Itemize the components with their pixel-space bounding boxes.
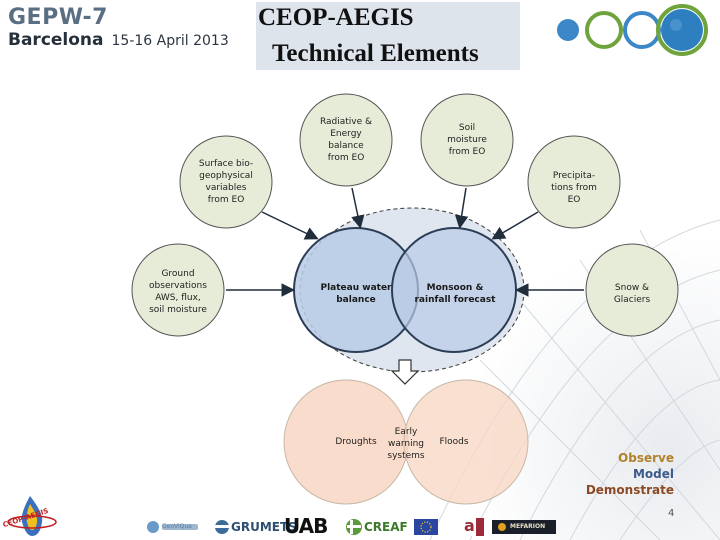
output-label-floods: Floods (439, 437, 469, 447)
input-node-ground (131, 243, 225, 337)
ceop-aegis-logo (7, 496, 57, 536)
deco-circle-2 (585, 11, 623, 49)
slide-title-box (256, 2, 520, 70)
conference-header: GEPW-7 Barcelona 15-16 April 2013 (8, 6, 229, 51)
input-label-radiative: Radiative & Energy balance from EO (319, 117, 373, 163)
geoviqua-logo-text: GeoViQua (162, 523, 192, 530)
arrow-surface (261, 211, 319, 240)
mefarion-logo-text: MEFARION (510, 523, 546, 530)
input-node-snow (585, 243, 679, 337)
creaf-logo-text: CREAF (364, 520, 408, 534)
input-label-precip: Precipita- tions from EO (551, 171, 597, 205)
input-node-radiative (299, 93, 393, 187)
grumets-logo (214, 520, 230, 534)
decorative-circles-graphic (557, 4, 708, 56)
arrow-soil-moisture (454, 187, 469, 229)
core-label-monsoon: Monsoon & rainfall forecast (414, 283, 496, 305)
deco-circle-highlight (670, 19, 682, 31)
input-label-snow: Snow & Glaciers (613, 283, 651, 305)
creaf-logo (346, 519, 362, 535)
motto-block: Observe Model Demonstrate (586, 450, 674, 498)
deco-circle-5 (661, 9, 703, 51)
arrow-radiative (351, 187, 365, 229)
eu-flag-logo (414, 519, 438, 535)
conference-name: GEPW-7 (8, 5, 108, 30)
conference-city: Barcelona (8, 30, 104, 50)
uab-logo-text: UAB (284, 514, 328, 538)
input-label-ground: Ground observations AWS, flux, soil mois… (149, 269, 207, 315)
arrow-precip (491, 211, 539, 240)
deco-circle-1 (557, 19, 579, 41)
conference-dates: 15-16 April 2013 (111, 33, 229, 49)
input-node-precip (527, 135, 621, 229)
output-label-early-warning: Early warning systems (387, 427, 425, 461)
output-label-droughts: Droughts (335, 437, 377, 447)
slide-title-line2: Technical Elements (272, 40, 479, 67)
input-label-soil-moisture: Soil moisture from EO (447, 123, 487, 157)
slide-title-line1: CEOP-AEGIS (258, 4, 414, 31)
a-logo (462, 518, 484, 536)
motto-observe: Observe (618, 451, 674, 465)
mefarion-logo (492, 520, 556, 534)
geoviqua-logo (147, 521, 198, 533)
input-node-soil-moisture (420, 93, 514, 187)
page-number: 4 (668, 508, 675, 519)
conference-location-date: Barcelona 15-16 April 2013 (8, 30, 229, 51)
output-circle-floods (403, 379, 529, 505)
deco-circle-4 (656, 4, 708, 56)
input-node-surface (179, 135, 273, 229)
a-logo-text: a (464, 516, 475, 535)
grumets-logo-text: GRUMETS (231, 520, 297, 534)
motto-demonstrate: Demonstrate (585, 483, 674, 497)
core-label-plateau: Plateau water balance (320, 283, 392, 305)
down-block-arrow (390, 359, 420, 385)
motto-model: Model (632, 467, 674, 481)
input-label-surface: Surface bio- geophysical variables from … (198, 159, 254, 205)
